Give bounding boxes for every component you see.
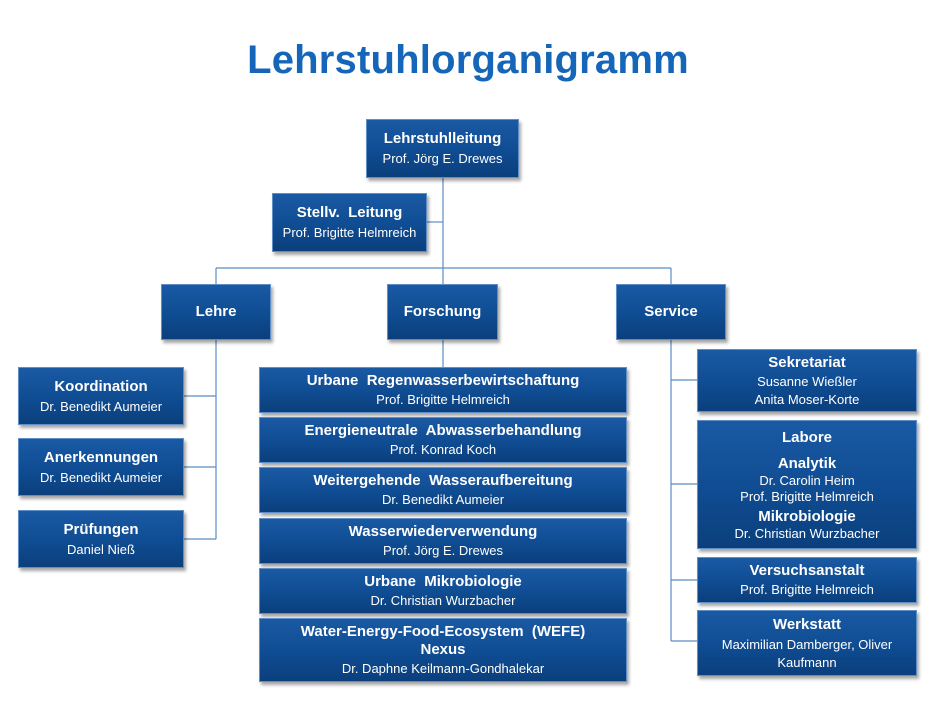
analytik-title: Analytik xyxy=(777,455,837,472)
service-versuchsanstalt-box: Versuchsanstalt Prof. Brigitte Helmreich xyxy=(697,557,917,603)
pruefungen-title: Prüfungen xyxy=(63,520,139,538)
forschung-item: Weitergehende Wasseraufbereitung Dr. Ben… xyxy=(259,467,627,513)
koordination-person: Dr. Benedikt Aumeier xyxy=(39,398,163,414)
service-labore-box: Labore Analytik Dr. Carolin Heim Prof. B… xyxy=(697,420,917,549)
sekretariat-title: Sekretariat xyxy=(768,353,846,371)
werkstatt-person: Kaufmann xyxy=(777,654,837,670)
pillar-forschung-label: Forschung xyxy=(403,303,482,320)
forschung-item-title-line2: Nexus xyxy=(420,641,466,659)
forschung-item: Water-Energy-Food-Ecosystem (WEFE) Nexus… xyxy=(259,618,627,682)
forschung-item-title: Water-Energy-Food-Ecosystem (WEFE) xyxy=(300,623,586,641)
forschung-item-person: Dr. Benedikt Aumeier xyxy=(381,492,505,508)
anerkennungen-title: Anerkennungen xyxy=(43,448,159,466)
forschung-item-person: Dr. Christian Wurzbacher xyxy=(370,593,516,609)
forschung-item-person: Prof. Konrad Koch xyxy=(389,442,497,458)
forschung-item: Urbane Regenwasserbewirtschaftung Prof. … xyxy=(259,367,627,413)
analytik-person: Dr. Carolin Heim xyxy=(759,473,855,488)
forschung-item-person: Dr. Daphne Keilmann-Gondhalekar xyxy=(341,661,545,677)
service-sekretariat-box: Sekretariat Susanne Wießler Anita Moser-… xyxy=(697,349,917,412)
werkstatt-person: Maximilian Damberger, Oliver xyxy=(721,636,893,652)
lehre-koordination-box: Koordination Dr. Benedikt Aumeier xyxy=(18,367,184,425)
forschung-item-title: Wasserwiederverwendung xyxy=(348,523,538,541)
anerkennungen-person: Dr. Benedikt Aumeier xyxy=(39,469,163,485)
lehre-pruefungen-box: Prüfungen Daniel Nieß xyxy=(18,510,184,568)
pillar-lehre-label: Lehre xyxy=(195,303,237,320)
analytik-person: Prof. Brigitte Helmreich xyxy=(740,488,874,504)
mikrobiologie-title: Mikrobiologie xyxy=(758,508,856,526)
pillar-service-label: Service xyxy=(644,303,698,320)
leitung-box: Lehrstuhlleitung Prof. Jörg E. Drewes xyxy=(366,119,519,178)
stellv-person: Prof. Brigitte Helmreich xyxy=(282,225,417,241)
versuchsanstalt-person: Prof. Brigitte Helmreich xyxy=(740,582,874,598)
werkstatt-title: Werkstatt xyxy=(772,615,842,633)
forschung-item-person: Prof. Brigitte Helmreich xyxy=(376,392,510,408)
labore-title: Labore xyxy=(781,429,832,446)
forschung-item-person: Prof. Jörg E. Drewes xyxy=(383,543,503,559)
leitung-title: Lehrstuhlleitung xyxy=(383,130,502,148)
sekretariat-person: Susanne Wießler xyxy=(757,373,857,389)
service-werkstatt-box: Werkstatt Maximilian Damberger, Oliver K… xyxy=(697,610,917,676)
mikrobiologie-person: Dr. Christian Wurzbacher xyxy=(734,526,880,542)
forschung-item: Wasserwiederverwendung Prof. Jörg E. Dre… xyxy=(259,518,627,564)
page-title: Lehrstuhlorganigramm xyxy=(247,38,689,82)
sekretariat-person: Anita Moser-Korte xyxy=(754,391,860,407)
koordination-title: Koordination xyxy=(54,377,148,395)
forschung-item-title: Energieneutrale Abwasserbehandlung xyxy=(304,422,582,440)
stellv-leitung-box: Stellv. Leitung Prof. Brigitte Helmreich xyxy=(272,193,427,252)
forschung-item-title: Weitergehende Wasseraufbereitung xyxy=(313,472,573,490)
forschung-item: Urbane Mikrobiologie Dr. Christian Wurzb… xyxy=(259,568,627,614)
forschung-item-title: Urbane Regenwasserbewirtschaftung xyxy=(306,372,580,390)
forschung-item-title: Urbane Mikrobiologie xyxy=(364,573,522,591)
versuchsanstalt-title: Versuchsanstalt xyxy=(749,562,865,580)
leitung-person: Prof. Jörg E. Drewes xyxy=(382,151,503,167)
lehre-anerkennungen-box: Anerkennungen Dr. Benedikt Aumeier xyxy=(18,438,184,496)
pillar-forschung: Forschung xyxy=(387,284,498,340)
forschung-item: Energieneutrale Abwasserbehandlung Prof.… xyxy=(259,417,627,463)
stellv-title: Stellv. Leitung xyxy=(296,204,403,222)
pruefungen-person: Daniel Nieß xyxy=(67,541,135,557)
pillar-lehre: Lehre xyxy=(161,284,271,340)
pillar-service: Service xyxy=(616,284,726,340)
